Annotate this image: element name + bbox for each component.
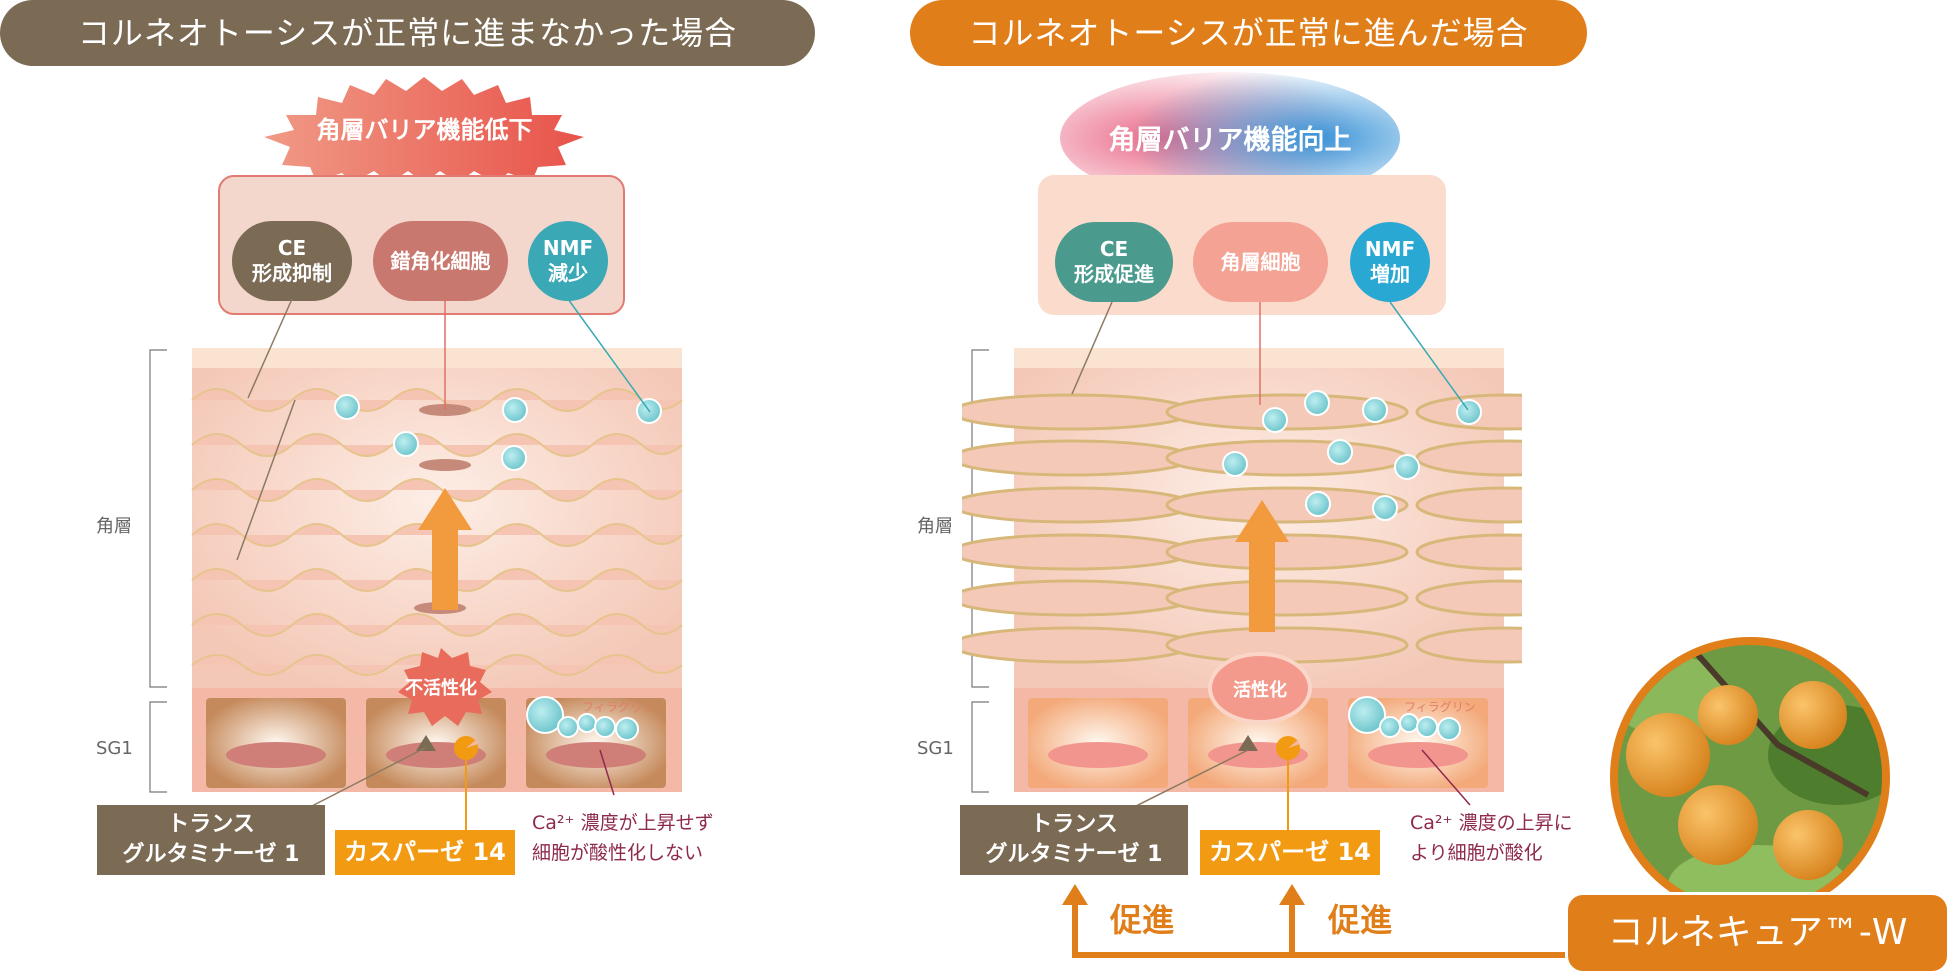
left-ca-line2: 細胞が酸性化しない xyxy=(532,842,704,864)
left-skin-illustration xyxy=(149,348,683,793)
promote-label-2: 促進 xyxy=(1328,901,1393,939)
right-ca-caption: Ca²⁺ 濃度の上昇に より細胞が酸化 xyxy=(1410,808,1573,868)
right-active-label: 活性化 xyxy=(1233,680,1287,701)
nmf-label-right: NMF xyxy=(1364,237,1416,261)
right-title: コルネオトーシスが正常に進んだ場合 xyxy=(910,0,1587,66)
right-ca-line1: Ca²⁺ 濃度の上昇に xyxy=(1410,812,1573,834)
right-caspase-box: カスパーゼ 14 xyxy=(1200,830,1380,875)
ce-promoted-badge: CE 形成促進 xyxy=(1055,222,1173,302)
nmf-increase-badge: NMF 増加 xyxy=(1350,222,1430,302)
horny-cell-badge: 角層細胞 xyxy=(1193,222,1328,302)
right-caspase-label: カスパーゼ 14 xyxy=(1209,838,1371,866)
right-horny-layer-label: 角層 xyxy=(917,516,953,537)
product-name: コルネキュア™-W xyxy=(1607,912,1908,953)
left-title: コルネオトーシスが正常に進まなかった場合 xyxy=(0,0,815,66)
nmf-sub-label-right: 増加 xyxy=(1370,262,1410,286)
left-sg1-label: SG1 xyxy=(96,738,133,759)
ce-sub-label-right: 形成促進 xyxy=(1074,262,1154,286)
tgm-line1: トランス xyxy=(167,812,255,837)
right-ca-line2: より細胞が酸化 xyxy=(1410,842,1543,864)
promote-label-1: 促進 xyxy=(1110,901,1175,939)
left-transglutaminase-box: トランス グルタミナーゼ 1 xyxy=(97,805,325,875)
barrier-improve-glow xyxy=(1060,72,1400,204)
right-sg1-label: SG1 xyxy=(917,738,954,759)
ce-suppressed-badge: CE 形成抑制 xyxy=(232,221,352,301)
barrier-decline-burst xyxy=(264,77,584,183)
ce-label: CE xyxy=(277,236,307,260)
left-horny-layer-label: 角層 xyxy=(96,516,132,537)
nmf-sub-label: 減少 xyxy=(548,261,588,285)
product-banner: コルネキュア™-W xyxy=(1565,892,1950,974)
tgm-line2-right: グルタミナーゼ 1 xyxy=(985,842,1163,867)
left-ca-caption: Ca²⁺ 濃度が上昇せず 細胞が酸性化しない xyxy=(532,808,714,868)
left-caspase-box: カスパーゼ 14 xyxy=(335,830,515,875)
right-filaggrin-label: フィラグリン xyxy=(1404,700,1476,714)
left-filaggrin-label: フィラグリン xyxy=(582,700,654,714)
nmf-decrease-badge: NMF 減少 xyxy=(528,221,608,301)
left-ca-line1: Ca²⁺ 濃度が上昇せず xyxy=(532,812,714,834)
parakeratosis-label: 錯角化細胞 xyxy=(390,248,491,273)
horny-cell-label: 角層細胞 xyxy=(1220,249,1301,274)
parakeratosis-badge: 錯角化細胞 xyxy=(373,221,508,301)
barrier-decline-label: 角層バリア機能低下 xyxy=(316,116,533,144)
tgm-line2: グルタミナーゼ 1 xyxy=(122,842,300,867)
right-transglutaminase-box: トランス グルタミナーゼ 1 xyxy=(960,805,1188,875)
ce-sub-label: 形成抑制 xyxy=(252,261,332,285)
left-caspase-label: カスパーゼ 14 xyxy=(344,838,506,866)
ce-label-right: CE xyxy=(1099,237,1129,261)
apricot-photo xyxy=(1610,637,1890,917)
nmf-label: NMF xyxy=(542,236,594,260)
barrier-improve-label: 角層バリア機能向上 xyxy=(1108,125,1352,156)
tgm-line1-right: トランス xyxy=(1030,812,1118,837)
right-skin-illustration xyxy=(962,348,1522,793)
left-inactive-label: 不活性化 xyxy=(405,678,477,699)
